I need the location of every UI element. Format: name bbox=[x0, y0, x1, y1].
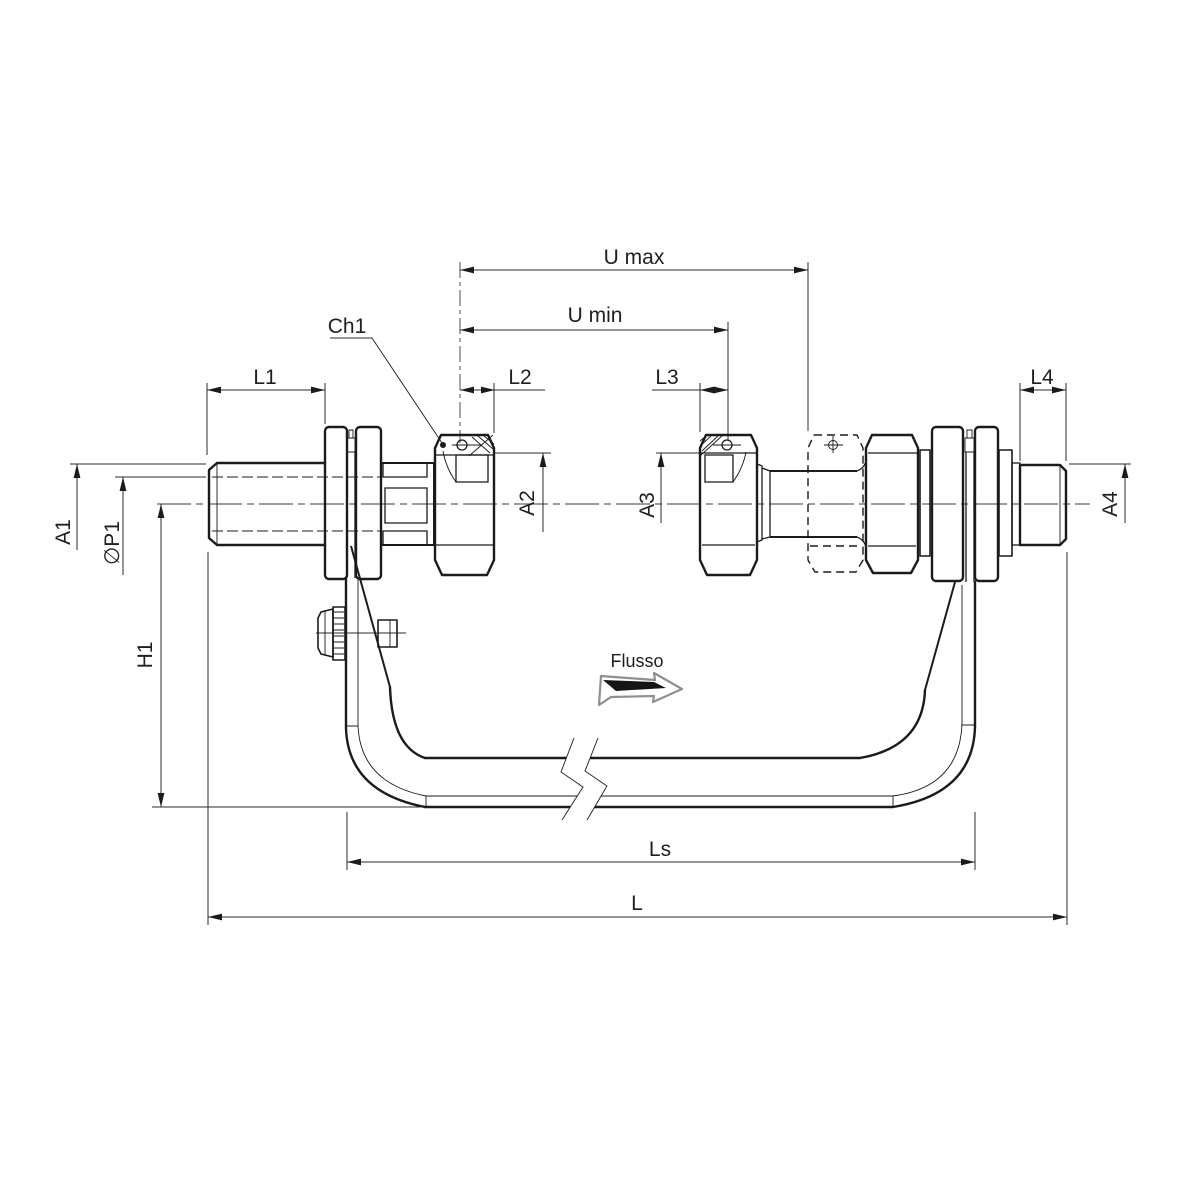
right-hex-nut bbox=[864, 433, 920, 575]
right-flare-disc bbox=[756, 463, 771, 543]
label-h1: H1 bbox=[134, 642, 157, 669]
label-l1: L1 bbox=[253, 366, 276, 389]
hose-loop bbox=[344, 545, 977, 821]
dimension-labels: U max U min L1 L2 L3 L4 Ch1 A1 ∅P1 H1 A2… bbox=[52, 246, 1122, 915]
ch1-leader-dot bbox=[440, 442, 446, 448]
label-ch1: Ch1 bbox=[328, 315, 367, 338]
right-washer-1 bbox=[919, 449, 931, 557]
loop-bottom-run bbox=[423, 756, 895, 809]
left-locknut-1 bbox=[323, 425, 349, 581]
left-thread-dashed-lines bbox=[212, 476, 381, 532]
left-union-chamfer-hatch bbox=[468, 434, 495, 457]
phantom-nut bbox=[807, 434, 864, 573]
label-u-min: U min bbox=[568, 304, 623, 327]
bolt-tip bbox=[377, 619, 398, 648]
label-a4: A4 bbox=[1099, 491, 1122, 517]
label-ls: Ls bbox=[649, 838, 671, 861]
right-union-chamfer-hatch bbox=[699, 434, 724, 457]
right-locknut-2 bbox=[973, 425, 1000, 583]
right-plate-nipple bbox=[964, 429, 975, 453]
left-male-thread bbox=[207, 461, 327, 547]
label-a3: A3 bbox=[636, 492, 659, 518]
right-fitting bbox=[698, 425, 1068, 583]
flow-arrow-icon bbox=[597, 671, 684, 707]
right-locknut-1 bbox=[930, 425, 965, 583]
bracket-bolt bbox=[317, 606, 398, 661]
left-locknut-2 bbox=[354, 425, 383, 581]
label-l2: L2 bbox=[508, 366, 531, 389]
label-a2: A2 bbox=[516, 490, 539, 516]
dimension-lines bbox=[73, 266, 1129, 921]
left-plate-nipple bbox=[346, 429, 356, 453]
right-union-nut bbox=[698, 433, 759, 577]
pipe-break-symbol bbox=[560, 737, 608, 821]
left-union-nut bbox=[433, 433, 496, 577]
right-cylinder bbox=[770, 470, 857, 538]
right-bulkhead-plate bbox=[965, 452, 975, 582]
label-u-max: U max bbox=[604, 246, 665, 269]
label-flow: Flusso bbox=[610, 651, 663, 671]
label-l-total: L bbox=[631, 892, 643, 915]
label-a1: A1 bbox=[52, 519, 75, 545]
extension-lines bbox=[70, 383, 1131, 925]
left-leg-edge bbox=[350, 545, 391, 688]
right-leg-edge bbox=[924, 581, 956, 691]
label-p1: ∅P1 bbox=[101, 521, 124, 565]
left-fitting bbox=[207, 425, 496, 581]
label-l4: L4 bbox=[1030, 366, 1054, 389]
bolt-serrated-flange bbox=[332, 606, 346, 661]
right-washer-2 bbox=[998, 449, 1013, 557]
ch1-leader-line bbox=[330, 337, 443, 444]
centerlines bbox=[157, 262, 1090, 634]
label-l3: L3 bbox=[655, 366, 678, 389]
right-male-thread bbox=[1018, 463, 1068, 547]
